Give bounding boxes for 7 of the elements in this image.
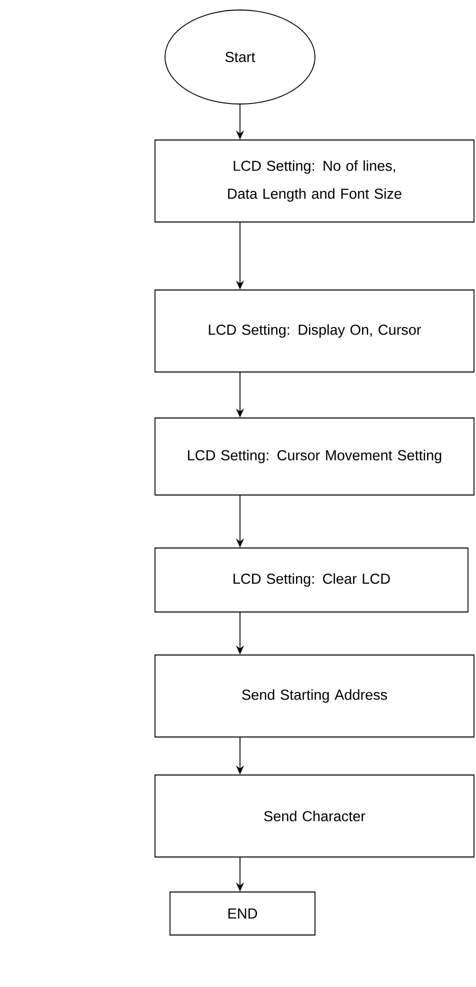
process-box: LCD Setting: Clear LCD [154, 548, 468, 612]
process-box: LCD Setting: Display On, Cursor [154, 290, 474, 372]
process-box: LCD Setting: Cursor Movement Setting [154, 418, 474, 496]
process-box: LCD Setting: No of lines, Data Length and Font Size [154, 140, 474, 222]
process-box: END [170, 892, 316, 936]
process-box: Send Starting Address [154, 654, 474, 738]
process-box: Send Character [154, 774, 474, 858]
